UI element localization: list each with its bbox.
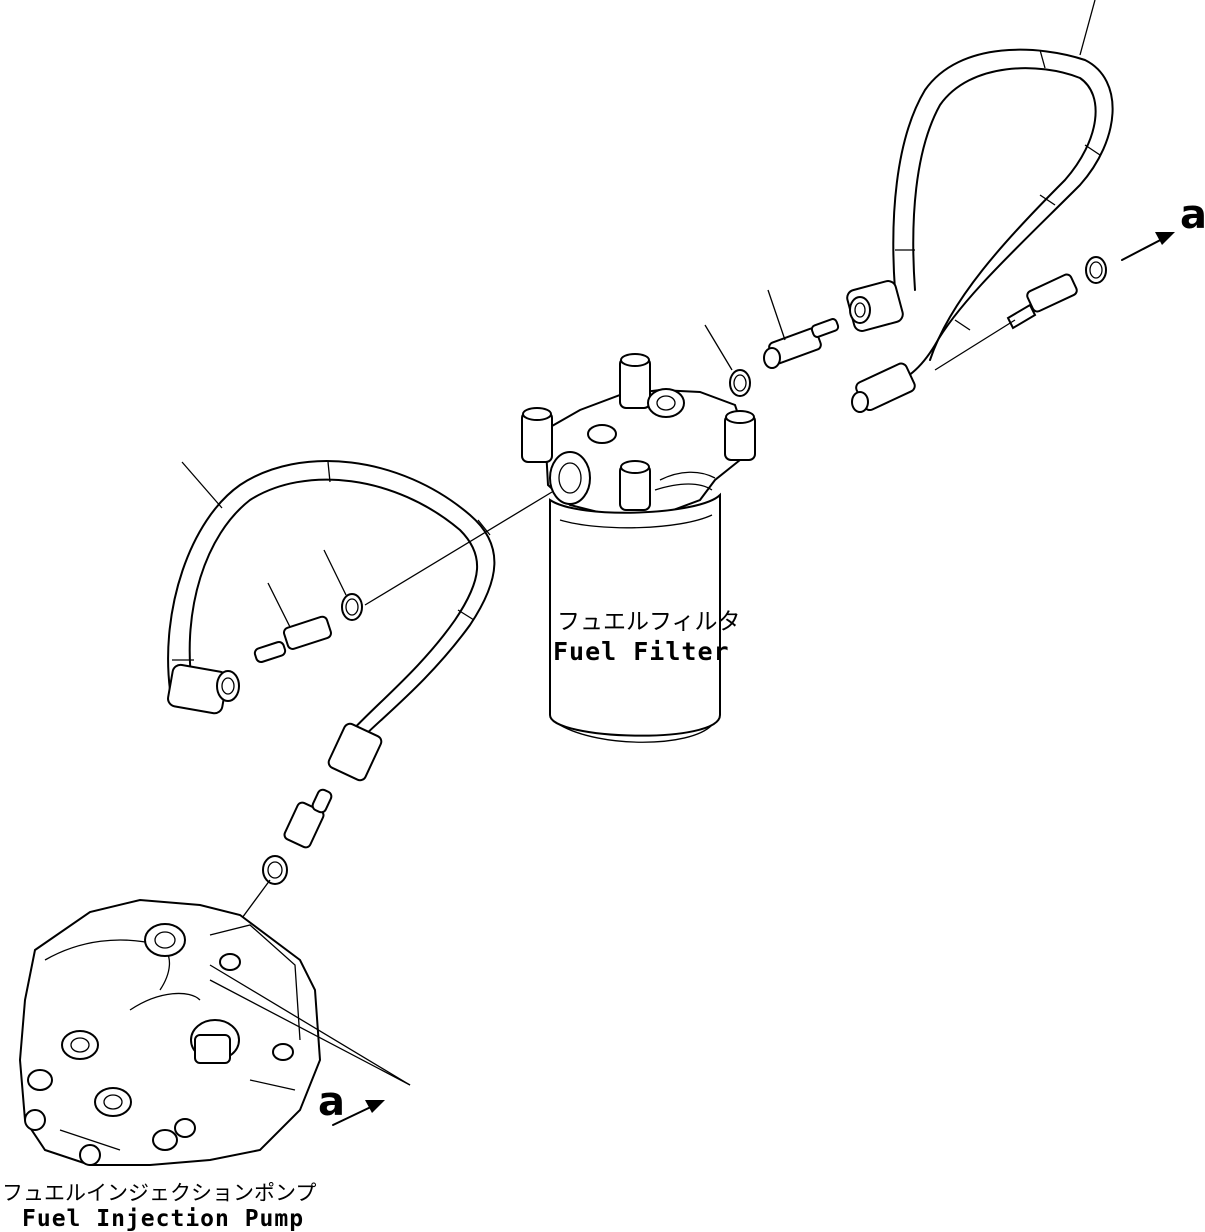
leader-middle-connector [767, 289, 786, 341]
leader-right-connector [934, 319, 1016, 371]
leader-left-oring [323, 549, 347, 596]
leader-line-upper-hose [1079, 0, 1096, 56]
upper-hose-end-fitting [851, 362, 916, 413]
leader-middle-oring [704, 324, 733, 371]
leader-pump-a1 [209, 964, 411, 1086]
arrow-to-a-bottom [332, 1100, 385, 1126]
injection-pump-label-jp: フュエルインジェクションポンプ [2, 1181, 317, 1205]
fuel-filter-label-en: Fuel Filter [553, 637, 730, 666]
return-hose [889, 48, 1114, 386]
leader-supply-hose [181, 461, 223, 509]
leader-filter-inlet [364, 491, 553, 606]
lower-hose-fitting [327, 722, 383, 782]
right-connector [1006, 256, 1107, 330]
injection-pump [18, 898, 322, 1166]
leader-pump-a2 [209, 979, 411, 1086]
middle-connector [729, 318, 840, 397]
left-elbow-fitting [167, 663, 240, 715]
fuel-filter-label-jp: フュエルフィルタ [557, 609, 741, 635]
left-connector [253, 593, 363, 663]
lower-connector [262, 788, 333, 885]
leader-left-connector [267, 582, 291, 628]
filter-head [521, 353, 756, 516]
reference-mark-a-bottom: a [318, 1079, 345, 1125]
supply-hose [167, 460, 496, 741]
filter-canister [549, 492, 721, 743]
arrow-to-a-top [1121, 232, 1175, 261]
upper-elbow-fitting [846, 280, 904, 332]
reference-mark-a-top: a [1180, 192, 1205, 238]
injection-pump-label-en: Fuel Injection Pump [22, 1206, 305, 1232]
